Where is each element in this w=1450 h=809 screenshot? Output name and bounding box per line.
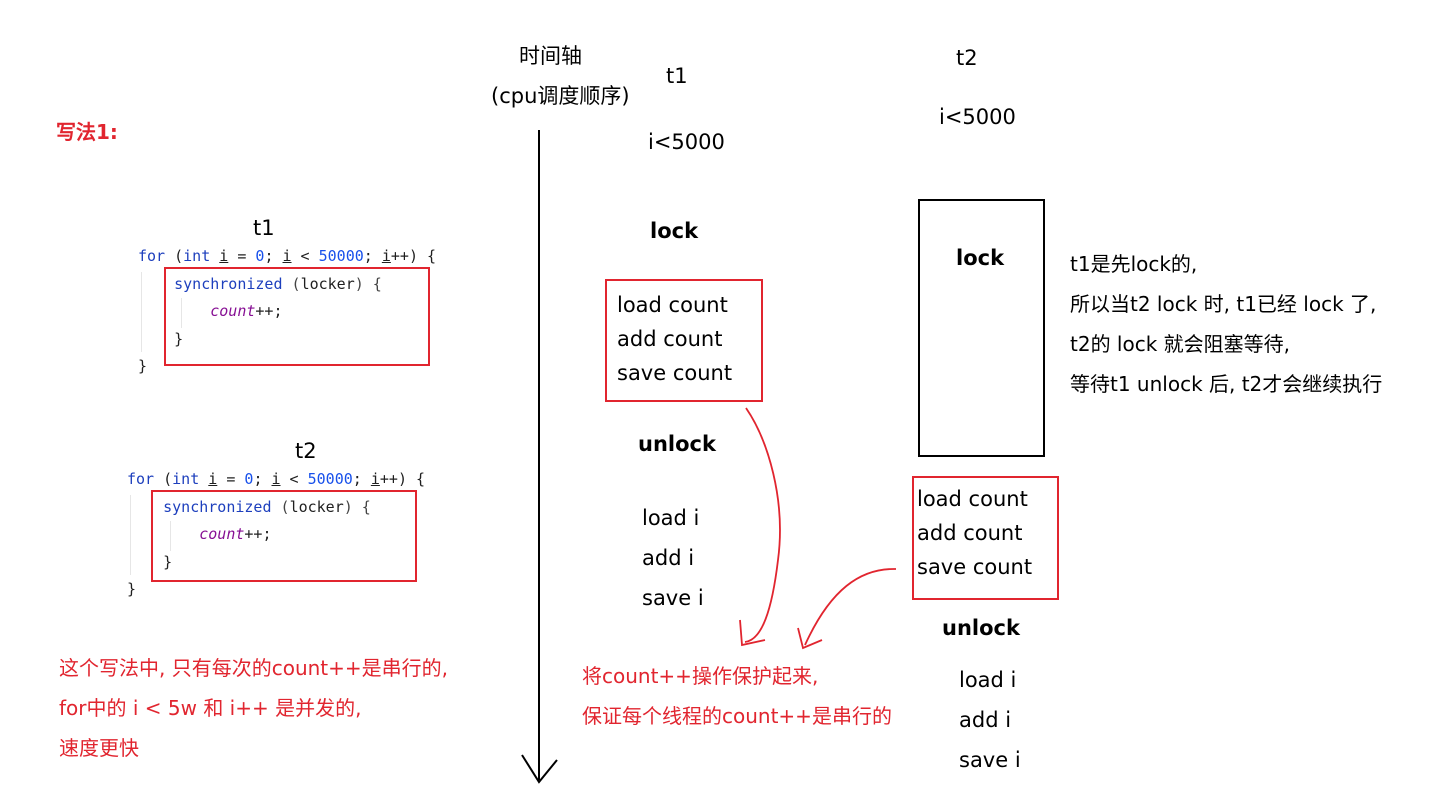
- op-line: add i: [959, 708, 1012, 732]
- op-line: save count: [917, 555, 1033, 579]
- t1-loop-condition: i<5000: [648, 130, 725, 154]
- t2-arrow-curve: [804, 568, 897, 646]
- t1-unlock: unlock: [638, 432, 716, 456]
- t2-i-ops: load i add i save i: [959, 660, 1021, 780]
- code-block-t2: for (int i = 0; i < 50000; i++) { synchr…: [127, 470, 426, 598]
- t1-count-ops: load count add count save count: [617, 288, 732, 390]
- op-line: load count: [917, 487, 1028, 511]
- t2-critical-section: [912, 476, 1059, 600]
- sync-highlight-t1: [164, 267, 430, 366]
- t1-lock: lock: [650, 219, 699, 243]
- op-line: load count: [617, 293, 728, 317]
- speed-note: 这个写法中, 只有每次的count++是串行的, for中的 i < 5w 和 …: [59, 648, 448, 768]
- serial-protection-note: 将count++操作保护起来, 保证每个线程的count++是串行的: [582, 656, 892, 736]
- indent-guide: [141, 272, 142, 352]
- op-line: add i: [642, 546, 695, 570]
- indent-guide: [170, 521, 171, 551]
- code-t1-label: t1: [253, 216, 275, 240]
- explanation-line: 等待t1 unlock 后, t2才会继续执行: [1070, 372, 1383, 396]
- explanation-line: t2的 lock 就会阻塞等待,: [1070, 332, 1291, 356]
- t1-i-ops: load i add i save i: [642, 498, 704, 618]
- t2-lock: lock: [956, 246, 1005, 270]
- op-line: load i: [959, 668, 1017, 692]
- note-line: 保证每个线程的count++是串行的: [582, 704, 892, 728]
- explanation-line: t1是先lock的,: [1070, 252, 1198, 276]
- explanation-line: 所以当t2 lock 时, t1已经 lock 了,: [1070, 292, 1377, 316]
- code-t2-label: t2: [295, 439, 317, 463]
- note-line: 速度更快: [59, 736, 139, 760]
- code-block-t1: for (int i = 0; i < 50000; i++) { synchr…: [138, 247, 437, 375]
- t2-blocked-wait-box: [918, 199, 1045, 457]
- lock-explanation: t1是先lock的, 所以当t2 lock 时, t1已经 lock 了, t2…: [1070, 244, 1382, 404]
- timeline-arrow-head: [521, 754, 558, 784]
- t1-arrow-head: [739, 619, 766, 647]
- note-line: for中的 i < 5w 和 i++ 是并发的,: [59, 696, 362, 720]
- op-line: save count: [617, 361, 733, 385]
- timeline-title: 时间轴: [519, 44, 582, 68]
- op-line: load i: [642, 506, 700, 530]
- t2-column-label: t2: [956, 46, 978, 70]
- t2-count-ops: load count add count save count: [917, 482, 1032, 584]
- t2-arrow-head: [797, 627, 823, 650]
- op-line: add count: [617, 327, 723, 351]
- op-line: save i: [959, 748, 1021, 772]
- t2-loop-condition: i<5000: [939, 105, 1016, 129]
- t1-arrow-curve: [744, 407, 781, 643]
- t1-column-label: t1: [666, 64, 688, 88]
- op-line: add count: [917, 521, 1023, 545]
- op-line: save i: [642, 586, 704, 610]
- indent-guide: [130, 495, 131, 575]
- note-line: 这个写法中, 只有每次的count++是串行的,: [59, 656, 449, 680]
- note-line: 将count++操作保护起来,: [582, 664, 819, 688]
- timeline-subtitle: (cpu调度顺序): [491, 84, 630, 108]
- t2-unlock: unlock: [942, 616, 1020, 640]
- sync-highlight-t2: [151, 490, 417, 582]
- indent-guide: [181, 298, 182, 328]
- method-heading: 写法1:: [56, 120, 118, 144]
- t1-critical-section: [605, 279, 763, 402]
